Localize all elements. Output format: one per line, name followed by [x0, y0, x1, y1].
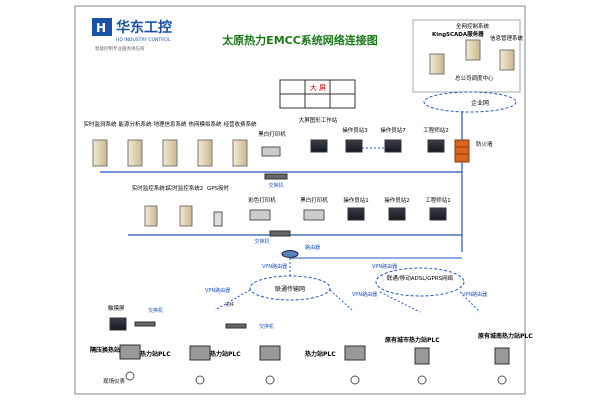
heat-plc-label: 热力站PLC — [140, 350, 171, 358]
op3-label: 操作员站3 — [342, 126, 368, 134]
rt1-label: 实时监控系统1 — [132, 184, 169, 192]
firewall-icon — [454, 139, 470, 163]
server-icon — [429, 39, 515, 75]
switch-icon — [269, 230, 291, 237]
op1-label: 操作员站1 — [343, 196, 369, 204]
server-icon — [179, 205, 193, 227]
monitor-icon — [347, 207, 365, 221]
meter-icon — [125, 371, 507, 385]
switch-label: 交换机 — [259, 323, 274, 330]
eng1-label: 工程师站1 — [425, 196, 451, 204]
station-a-label: 隔压换热站PLC — [90, 346, 133, 354]
brand-logo-mark — [92, 18, 112, 36]
gps-icon — [213, 211, 223, 227]
server-row: 实时监测系统 能源分析系统 地理信息系统 热网模拟系统 经营收费系统 — [83, 120, 257, 167]
link-line — [459, 291, 481, 313]
link-line — [214, 289, 251, 311]
eng2-label: 工程师站2 — [423, 126, 449, 134]
monitor-icon — [384, 139, 402, 153]
quanwang-label: 全网控制系统 — [456, 22, 490, 30]
rt2-label: 实时监控系统2 — [167, 184, 204, 192]
vpn-label: VPN路由器 — [372, 263, 397, 270]
printer-icon — [303, 209, 325, 221]
bw-printer-label: 黑白打印机 — [300, 196, 328, 204]
xinxi-label: 信息管理系统 — [490, 34, 524, 42]
monitor-icon — [310, 139, 328, 153]
fiber-label: 光纤 — [225, 301, 234, 308]
unicom-label: 联通传输网 — [275, 285, 305, 293]
op7-label: 操作员站7 — [380, 126, 406, 134]
switch-label: 交换机 — [254, 238, 269, 245]
printer-label: 黑白打印机 — [258, 130, 286, 138]
server-icon — [232, 139, 248, 167]
center-label: 总公司调度中心 — [455, 74, 494, 82]
adsl-label: 联通/移动ADSL/GPRS网络 — [387, 274, 454, 282]
monitor-icon — [388, 207, 406, 221]
vpn-label: VPN路由器 — [462, 291, 487, 298]
big-screen-label: 大 屏 — [310, 83, 326, 92]
yuan-south-label: 原有城南热力站PLC — [478, 332, 533, 340]
server-icon — [162, 139, 178, 167]
monitor-icon — [427, 139, 445, 153]
switch-label: 交换机 — [148, 307, 163, 314]
workstation-label: 大屏图形工作站 — [299, 116, 338, 124]
diagram-border — [74, 5, 526, 395]
switch-label: 交换机 — [268, 182, 283, 189]
server-icon — [144, 205, 158, 227]
router-label: 路由器 — [305, 244, 320, 251]
server-label: 地理信息系统 — [153, 120, 187, 128]
enterprise-net-cloud — [423, 91, 517, 113]
kingscada-label: KingSCADA服务器 — [432, 30, 484, 38]
op2-label: 操作员站2 — [384, 196, 410, 204]
touchscreen-icon — [109, 317, 127, 331]
svg-text:H: H — [96, 21, 106, 35]
brand-tagline: 智能控制专业服务供应商 — [95, 45, 145, 52]
vpn-label: VPN路由器 — [262, 263, 287, 270]
enterprise-net-label: 企业网 — [471, 99, 489, 107]
switch-icon — [134, 321, 156, 327]
yuan-plc-label: 原有城市热力站PLC — [385, 336, 440, 344]
switch-icon — [225, 323, 247, 329]
server-icon — [92, 139, 108, 167]
color-printer-label: 彩色打印机 — [248, 196, 276, 204]
brand-name: 华东工控 — [116, 19, 172, 36]
link-line — [329, 289, 353, 311]
brand-name-en: HD INDUSTRY CONTROL — [116, 37, 171, 43]
plc-icon — [119, 344, 510, 365]
server-label: 经营收费系统 — [223, 120, 257, 128]
monitor-icon — [345, 139, 363, 153]
vpn-label: VPN路由器 — [205, 287, 230, 294]
switch-icon — [264, 173, 288, 180]
meters-label: 现场仪表 — [103, 377, 126, 385]
heat-plc-label: 热力站PLC — [305, 350, 336, 358]
brand-logo: H 华东工控 HD INDUSTRY CONTROL 智能控制专业服务供应商 — [92, 18, 172, 52]
vpn-label: VPN路由器 — [352, 291, 377, 298]
gps-label: GPS授时 — [207, 184, 230, 192]
server-icon — [127, 139, 143, 167]
monitor-icon — [429, 207, 447, 221]
heat-plc-label: 热力站PLC — [210, 350, 241, 358]
server-label: 热网模拟系统 — [188, 120, 222, 128]
server-icon — [197, 139, 213, 167]
server-label: 实时监测系统 — [83, 120, 117, 128]
big-screen: 大 屏 — [279, 79, 356, 109]
adsl-cloud — [375, 267, 465, 297]
touch-label: 触摸屏 — [108, 304, 125, 312]
server-label: 能源分析系统 — [118, 120, 152, 128]
link-line — [379, 291, 421, 313]
printer-icon — [249, 209, 271, 221]
printer-icon — [261, 146, 281, 157]
firewall-label: 防火墙 — [476, 140, 493, 148]
router-icon — [281, 250, 299, 258]
page-title: 太原热力EMCC系统网络连接图 — [221, 33, 378, 47]
